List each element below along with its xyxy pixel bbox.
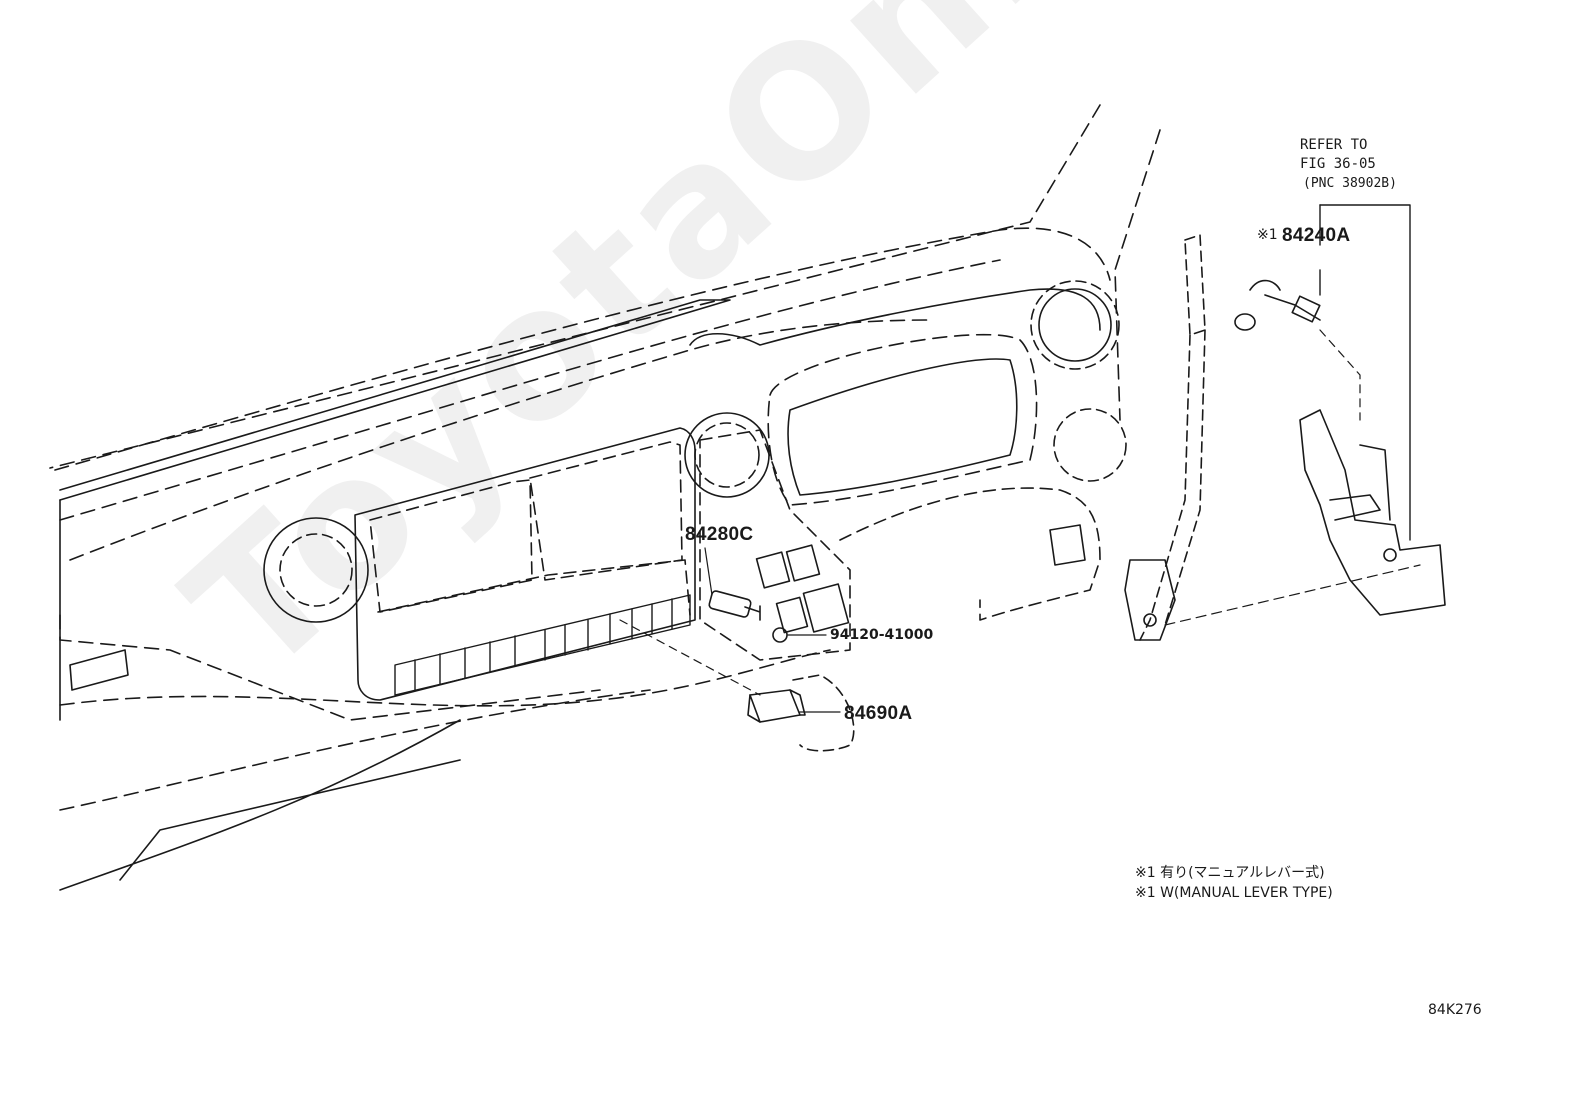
hand-lever-assy xyxy=(1124,234,1206,641)
dash-left-vent xyxy=(69,649,129,691)
cluster-hood xyxy=(689,288,1101,346)
console-pocket xyxy=(1049,524,1086,566)
switch-row xyxy=(394,594,691,696)
part-84240A-label[interactable]: 84240A xyxy=(1282,225,1351,246)
part-84690A-drawing xyxy=(747,674,855,752)
dash-top-2 xyxy=(54,227,1111,471)
center-lower xyxy=(377,559,691,616)
nut-94120 xyxy=(772,627,788,643)
windshield-outline xyxy=(49,104,1101,469)
cluster-inner xyxy=(787,358,1018,496)
part-84690A-label[interactable]: 84690A xyxy=(844,703,913,724)
dash-lower-3 xyxy=(59,719,461,891)
center-panel xyxy=(354,427,696,701)
pillar-right xyxy=(1114,129,1161,421)
display-1 xyxy=(369,479,533,613)
part-84240A-drawing xyxy=(1234,279,1361,421)
dash-top-1 xyxy=(59,299,731,501)
console-right xyxy=(839,487,1101,621)
gauge-left xyxy=(694,422,760,488)
figure-code: 84K276 xyxy=(1428,1002,1482,1018)
dash-top-4 xyxy=(69,319,931,561)
part-84240A-mark[interactable]: ※1 xyxy=(1257,227,1278,243)
part-94120-41000-label[interactable]: 94120-41000 xyxy=(830,627,934,643)
gauge-left-ring xyxy=(684,412,770,498)
cluster-frame xyxy=(767,333,1038,506)
legend-line2: ※1 W(MANUAL LEVER TYPE) xyxy=(1135,885,1333,901)
bracket-assy xyxy=(1299,409,1446,616)
dash-lower-4 xyxy=(59,614,601,721)
center-switch-block xyxy=(699,429,851,661)
dash-top-3 xyxy=(59,259,1001,521)
refer-to-line2: FIG 36-05 xyxy=(1300,156,1376,172)
refer-to-line3: (PNC 38902B) xyxy=(1303,176,1397,191)
part-84280C-label[interactable]: 84280C xyxy=(685,524,754,545)
refer-to-line1: REFER TO xyxy=(1300,137,1368,153)
dash-lower-1 xyxy=(59,649,831,707)
dash-lower-2 xyxy=(59,689,651,811)
gauge-right-top-ring xyxy=(1030,280,1120,370)
refer-bracket xyxy=(1319,204,1411,541)
vent-left xyxy=(279,533,353,607)
legend-line1: ※1 有り(マニュアルレバー式) xyxy=(1135,865,1325,881)
gauge-right-top xyxy=(1038,288,1112,362)
gauge-right-bottom xyxy=(1053,408,1127,482)
vent-left-ring xyxy=(263,517,369,623)
part-84280C-drawing xyxy=(704,547,761,621)
display-2 xyxy=(529,441,683,581)
